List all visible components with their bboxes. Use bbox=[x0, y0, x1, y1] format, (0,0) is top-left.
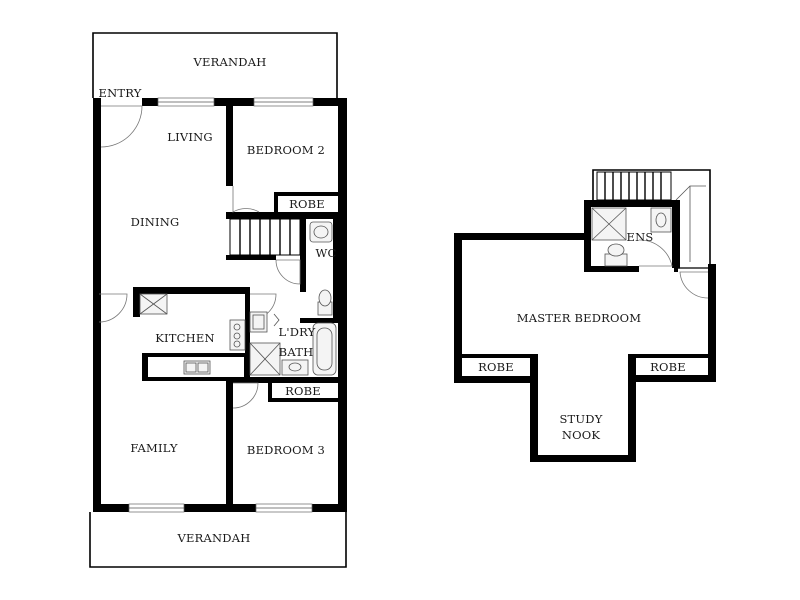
ground-stairs bbox=[229, 218, 301, 256]
wc-label: WC bbox=[315, 246, 336, 260]
master-bedroom-label: MASTER BEDROOM bbox=[517, 311, 642, 325]
ensuite-basin-icon bbox=[650, 207, 672, 233]
laundry-label: L'DRY bbox=[279, 325, 316, 339]
bathtub-icon bbox=[312, 322, 337, 376]
robe-right-label: ROBE bbox=[650, 360, 686, 374]
exterior-walls bbox=[93, 98, 347, 512]
cooktop-icon bbox=[229, 319, 246, 351]
bath-label: BATH bbox=[279, 345, 314, 359]
living-label: LIVING bbox=[167, 130, 212, 144]
toilet-icon bbox=[317, 289, 333, 316]
ensuite-fixtures bbox=[591, 207, 709, 299]
interior-walls bbox=[93, 98, 347, 512]
ensuite-label: ENS bbox=[627, 230, 654, 244]
upper-floor: ENS MASTER BEDROOM ROBE ROBE STUDY NOOK bbox=[454, 169, 716, 462]
verandah-bottom-area bbox=[89, 512, 347, 568]
verandah-bottom-label: VERANDAH bbox=[177, 531, 251, 545]
ensuite-shower-icon bbox=[591, 207, 627, 241]
family-label: FAMILY bbox=[130, 441, 178, 455]
dining-label: DINING bbox=[131, 215, 180, 229]
laundry-tub-icon bbox=[249, 311, 268, 333]
kitchen-label: KITCHEN bbox=[155, 331, 215, 345]
study-nook-label-line2: NOOK bbox=[562, 428, 601, 442]
bedroom-3-label: BEDROOM 3 bbox=[247, 443, 325, 457]
robe-bed2-label: ROBE bbox=[289, 197, 325, 211]
ensuite-toilet-icon bbox=[604, 243, 628, 267]
study-nook-label-line1: STUDY bbox=[559, 412, 602, 426]
verandah-top-area bbox=[92, 32, 338, 98]
verandah-top-label: VERANDAH bbox=[193, 55, 267, 69]
wc-basin-icon bbox=[309, 221, 333, 243]
windows-ground bbox=[128, 97, 314, 513]
master-walls bbox=[454, 233, 716, 462]
robe-bed3-label: ROBE bbox=[285, 384, 321, 398]
vanity-icon bbox=[281, 359, 309, 376]
ground-fixtures bbox=[139, 221, 337, 381]
kitchen-sink-icon bbox=[183, 360, 211, 375]
kitchen-island bbox=[142, 353, 248, 381]
robe-left-label: ROBE bbox=[478, 360, 514, 374]
ground-floor: VERANDAH ENTRY LIVING BEDROOM 2 ROBE DIN… bbox=[89, 32, 347, 568]
bedroom-2-label: BEDROOM 2 bbox=[247, 143, 325, 157]
entry-label: ENTRY bbox=[98, 86, 141, 100]
